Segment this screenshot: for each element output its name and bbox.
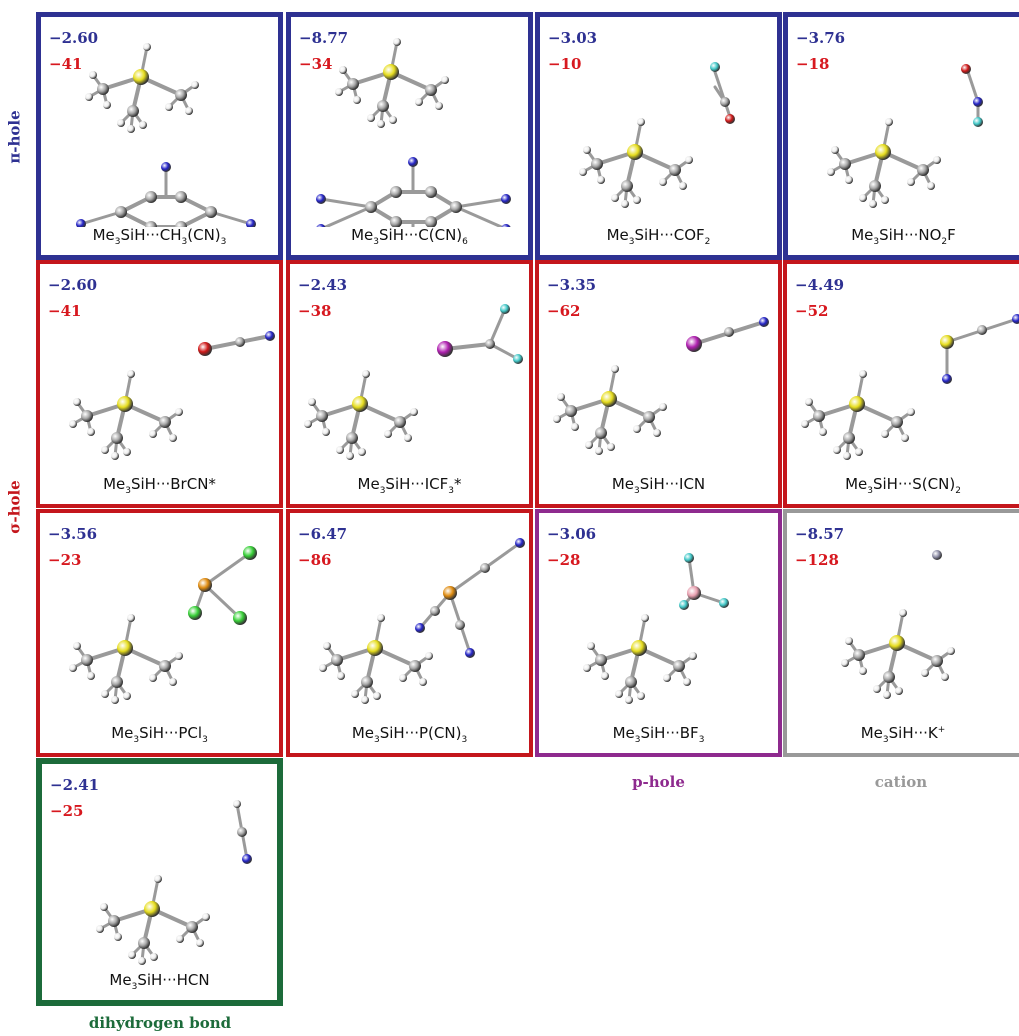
frequency-shift: −128 [795,551,839,569]
interaction-energy: −3.56 [48,525,98,543]
molecule-structure [69,546,257,704]
complex-label: Me3SiH···PCl3 [111,724,208,745]
interaction-energy: −4.49 [795,276,845,294]
interaction-energy: −3.03 [548,29,598,47]
molecule-structure [69,331,275,460]
cation-label: cation [874,773,928,791]
molecule-structure [96,800,252,965]
complex-label: Me3SiH···BF3 [612,724,705,745]
molecule-structure [801,314,1019,460]
pi-label: π-hole [5,110,24,164]
interaction-energy: −2.60 [49,29,99,47]
interaction-energy: −6.47 [298,525,348,543]
complex-label: Me3SiH···ICN [611,475,706,496]
molecule-structure [319,538,525,704]
complex-label: Me3SiH···P(CN)3 [351,724,468,745]
interaction-energy: −3.35 [547,276,597,294]
frequency-shift: −38 [298,302,332,320]
molecule-structure [304,304,523,460]
complex-label: Me3SiH···K+ [860,724,946,745]
frequency-shift: −41 [49,55,83,73]
frequency-shift: −28 [547,551,581,569]
complex-label: Me3SiH···BrCN* [103,475,216,496]
frequency-shift: −18 [796,55,830,73]
interaction-energy: −3.76 [796,29,846,47]
frequency-shift: −34 [299,55,333,73]
molecule-structure [827,64,983,208]
interaction-energy: −2.43 [298,276,348,294]
interaction-energy: −8.57 [795,525,845,543]
complex-label: Me3SiH···ICF3* [357,475,462,496]
molecule-structure [316,38,511,227]
frequency-shift: −23 [48,551,82,569]
dihydrogen-label: dihydrogen bond [88,1014,232,1032]
molecule-structure [583,553,729,704]
interaction-energy: −8.77 [299,29,349,47]
frequency-shift: −41 [48,302,82,320]
complex-label: Me3SiH···NO2F [851,226,956,247]
frequency-shift: −62 [547,302,581,320]
frequency-shift: −86 [298,551,332,569]
complex-label: Me3SiH···HCN [109,971,210,992]
interaction-energy: −3.06 [547,525,597,543]
complex-label: Me3SiH···S(CN)2 [845,475,961,496]
molecule-structure [841,550,955,699]
interaction-energy: −2.41 [50,776,100,794]
complex-label: Me3SiH···C(CN)6 [351,226,468,247]
complex-label: Me3SiH···CH3(CN)3 [92,226,227,247]
frequency-shift: −10 [548,55,582,73]
molecule-structure [553,317,769,455]
molecule-structure [579,62,735,208]
molecule-structure [76,43,256,227]
complex-label: Me3SiH···COF2 [606,226,711,247]
interaction-energy: −2.60 [48,276,98,294]
frequency-shift: −25 [50,802,84,820]
frequency-shift: −52 [795,302,829,320]
p-label: p-hole [632,773,685,791]
sigma-label: σ-hole [5,480,24,534]
